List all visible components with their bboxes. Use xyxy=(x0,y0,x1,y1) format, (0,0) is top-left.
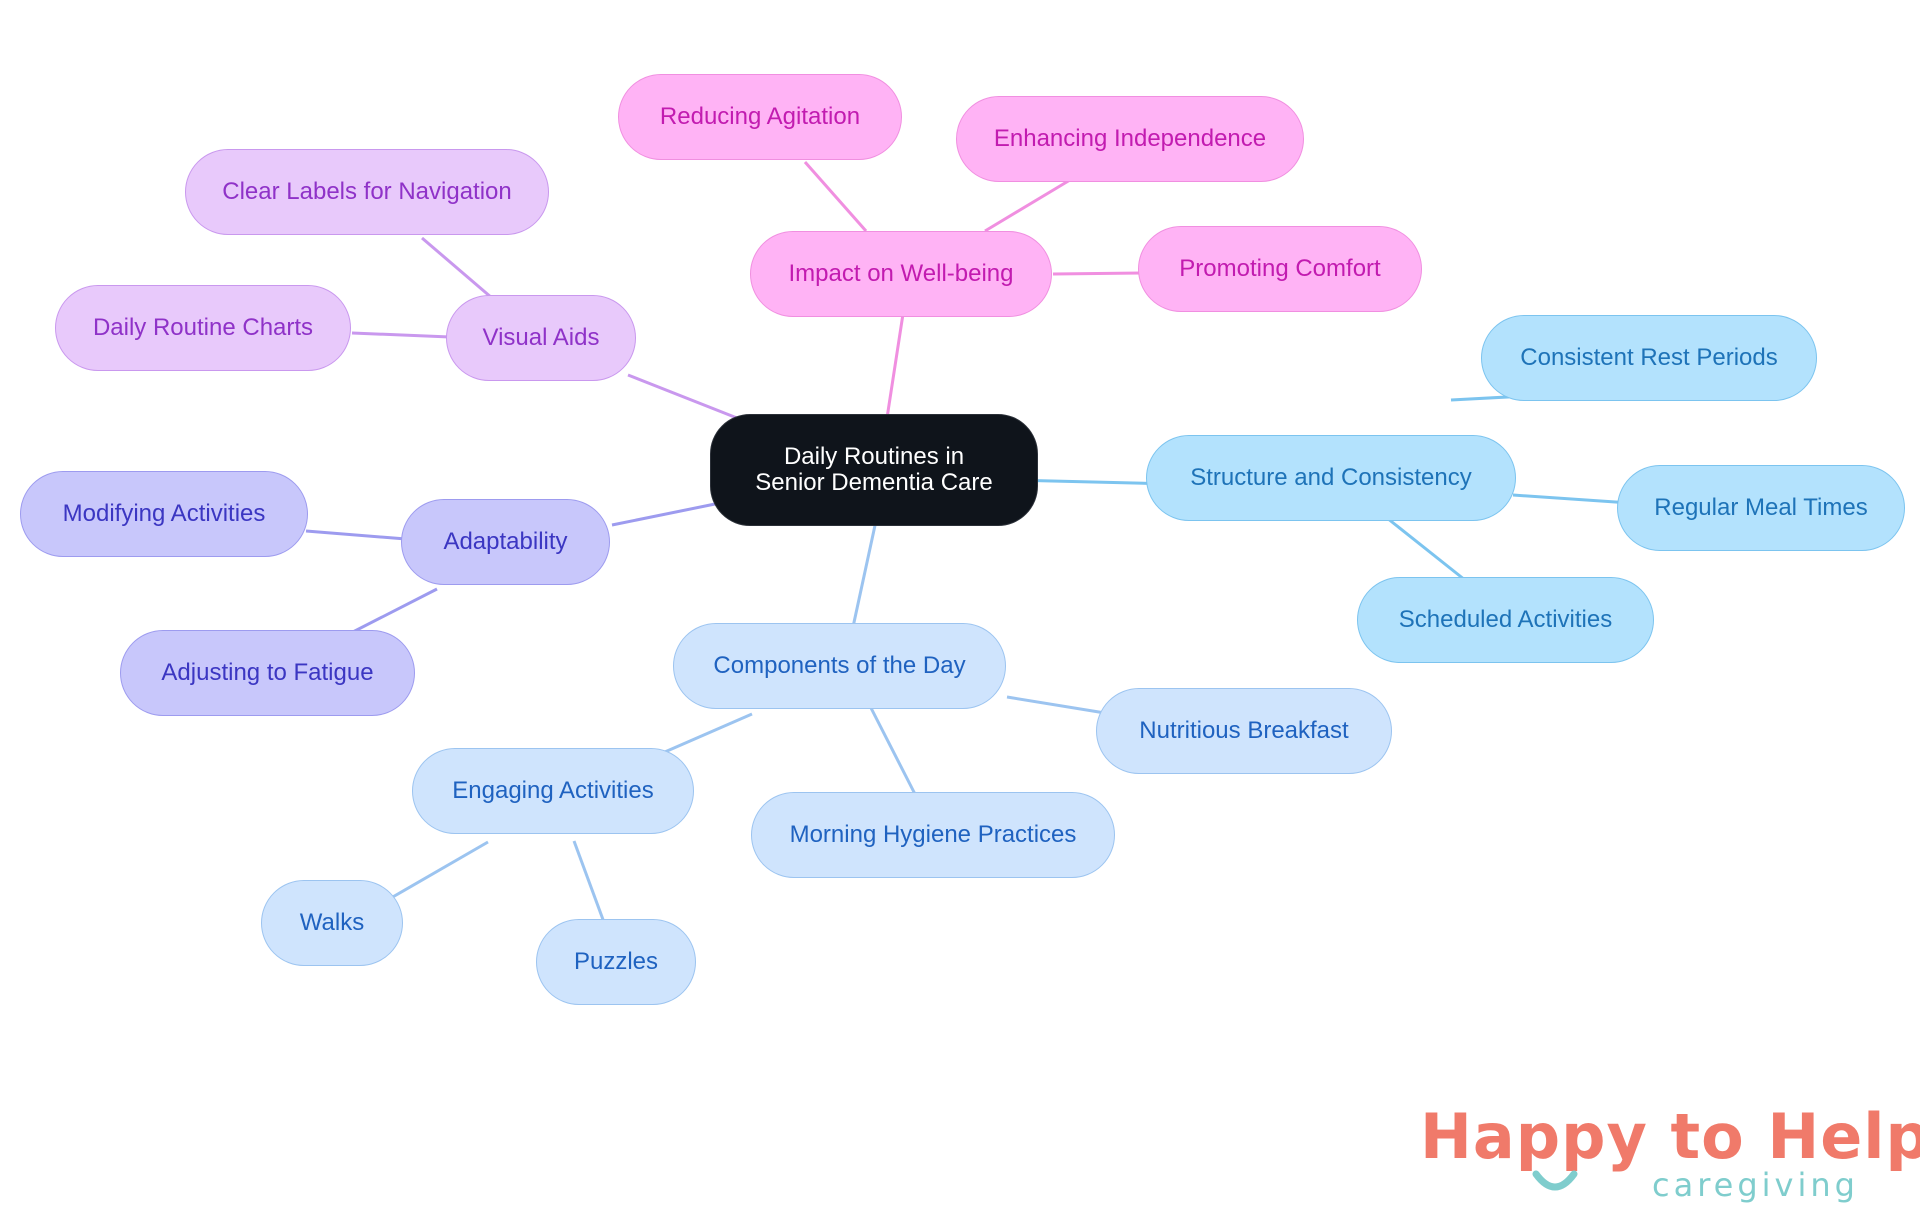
node-label: Nutritious Breakfast xyxy=(1139,716,1349,744)
node-regular-meal-times: Regular Meal Times xyxy=(1617,465,1905,551)
node-nutritious-breakfast: Nutritious Breakfast xyxy=(1096,688,1392,774)
root-node: Daily Routines in Senior Dementia Care xyxy=(710,414,1038,526)
smile-icon xyxy=(1532,1170,1578,1191)
edge-adaptability-fatigue xyxy=(346,587,438,637)
edge-adaptability-modifying xyxy=(305,529,407,541)
node-label: Modifying Activities xyxy=(62,499,266,527)
node-label: Regular Meal Times xyxy=(1654,493,1868,521)
node-morning-hygiene-practices: Morning Hygiene Practices xyxy=(751,792,1115,878)
edge-root-wellbeing xyxy=(885,313,905,419)
node-daily-routine-charts: Daily Routine Charts xyxy=(55,285,351,371)
root-label: Daily Routines in Senior Dementia Care xyxy=(755,442,993,496)
edge-root-adaptability xyxy=(611,501,721,527)
node-walks: Walks xyxy=(261,880,403,966)
logo-word-happy: Happy xyxy=(1420,1100,1648,1173)
logo-wordmark: Happy to Help xyxy=(1420,1100,1920,1173)
node-label: Reducing Agitation xyxy=(659,102,861,130)
node-puzzles: Puzzles xyxy=(536,919,696,1005)
node-modifying-activities: Modifying Activities xyxy=(20,471,308,557)
edge-root-visual xyxy=(627,373,738,420)
node-adjusting-to-fatigue: Adjusting to Fatigue xyxy=(120,630,415,716)
node-label: Morning Hygiene Practices xyxy=(789,820,1077,848)
node-label: Consistent Rest Periods xyxy=(1520,343,1778,371)
edge-engaging-puzzles xyxy=(572,840,607,926)
logo-caregiving: caregiving xyxy=(1652,1166,1859,1204)
node-components-of-the-day: Components of the Day xyxy=(673,623,1006,709)
edge-components-hygiene xyxy=(868,705,919,799)
node-engaging-activities: Engaging Activities xyxy=(412,748,694,834)
node-consistent-rest-periods: Consistent Rest Periods xyxy=(1481,315,1817,401)
node-label: Promoting Comfort xyxy=(1179,254,1381,282)
edge-wellbeing-agitation xyxy=(803,161,868,232)
node-label: Impact on Well-being xyxy=(788,259,1014,287)
edge-wellbeing-independence xyxy=(984,178,1071,233)
node-impact-on-wellbeing: Impact on Well-being xyxy=(750,231,1052,317)
node-label: Engaging Activities xyxy=(452,776,654,804)
node-label: Enhancing Independence xyxy=(993,124,1267,152)
node-reducing-agitation: Reducing Agitation xyxy=(618,74,902,160)
node-label: Clear Labels for Navigation xyxy=(222,177,512,205)
node-label: Visual Aids xyxy=(482,323,600,351)
logo-word-to-help: to Help xyxy=(1670,1100,1920,1173)
node-adaptability: Adaptability xyxy=(401,499,610,585)
node-enhancing-independence: Enhancing Independence xyxy=(956,96,1304,182)
node-label: Scheduled Activities xyxy=(1398,605,1613,633)
node-visual-aids: Visual Aids xyxy=(446,295,636,381)
node-promoting-comfort: Promoting Comfort xyxy=(1138,226,1422,312)
node-label: Puzzles xyxy=(573,947,659,975)
node-structure-and-consistency: Structure and Consistency xyxy=(1146,435,1516,521)
edge-components-breakfast xyxy=(1006,695,1106,715)
node-label: Walks xyxy=(299,908,365,936)
node-label: Adjusting to Fatigue xyxy=(161,658,374,686)
node-label: Daily Routine Charts xyxy=(92,313,314,341)
edge-structure-meal xyxy=(1512,493,1631,505)
edge-structure-scheduled xyxy=(1386,516,1466,582)
node-scheduled-activities: Scheduled Activities xyxy=(1357,577,1654,663)
edge-wellbeing-comfort xyxy=(1052,271,1143,276)
edge-visual-charts xyxy=(351,331,451,339)
node-label: Adaptability xyxy=(443,527,568,555)
node-label: Structure and Consistency xyxy=(1190,463,1472,491)
node-clear-labels-for-navigation: Clear Labels for Navigation xyxy=(185,149,549,235)
node-label: Components of the Day xyxy=(713,651,966,679)
edge-engaging-walks xyxy=(390,840,489,900)
edge-visual-labels xyxy=(421,236,493,300)
happy-to-help-logo: Happy to Help caregiving xyxy=(1420,1100,1920,1210)
